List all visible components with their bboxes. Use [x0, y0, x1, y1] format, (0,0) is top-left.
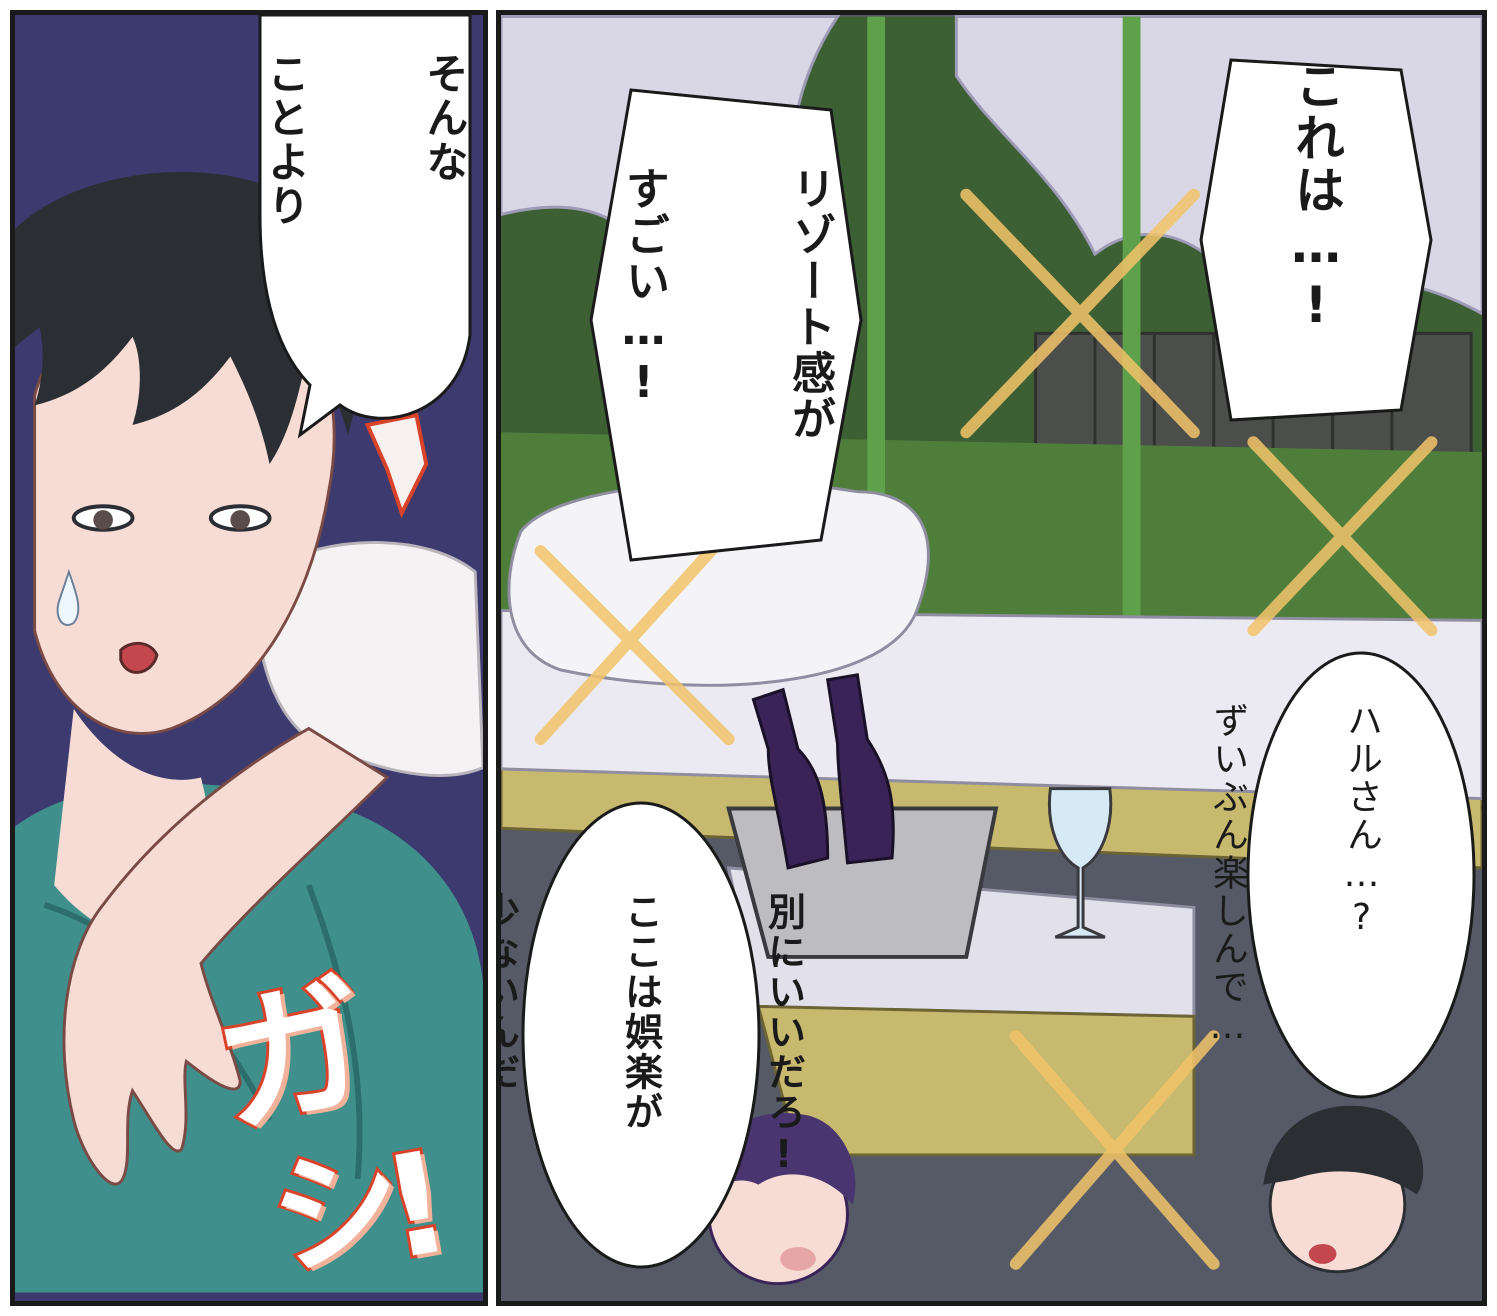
speech-bubble-shape: [1199, 58, 1433, 422]
speech-bubble-shape: [521, 801, 761, 1269]
speech-line: ハルさん…?: [1341, 701, 1382, 940]
arm: [62, 726, 390, 1186]
wine-glass: [1048, 787, 1113, 939]
speech-bubble-resort: リゾート感が すごい…!: [589, 88, 863, 562]
sparkles: [534, 188, 1438, 1270]
speech-text: リゾート感が すごい…!: [509, 166, 943, 484]
speech-text: そんな ことより: [157, 52, 483, 358]
speech-line: あの…: [1475, 701, 1487, 821]
speech-line: ずいぶん楽しんで…: [1207, 701, 1248, 1049]
speech-bubble-sonna-kotoyori: そんな ことより: [258, 15, 472, 439]
left-panel: そんな ことより ガ シ !: [10, 10, 488, 1306]
speech-bubble-shape: [258, 15, 472, 439]
shirt-sleeve: [255, 541, 483, 778]
speech-line: リゾート感が: [784, 166, 835, 442]
chibi-haru: [1263, 1105, 1424, 1274]
speech-line: すごい…!: [618, 166, 669, 410]
speech-line: ことより: [261, 52, 310, 228]
speech-line: そんな: [420, 52, 469, 184]
speech-line: 別にいいだろ!: [761, 892, 806, 1178]
speech-line: 少ないんだ!: [496, 892, 520, 1138]
speech-bubble-betsu-ni: 別にいいだろ! ここは娯楽が 少ないんだ!: [501, 800, 806, 1270]
speech-text: これは…!: [1164, 60, 1468, 420]
speech-bubble-ano: あの… ハルさん…? ずいぶん楽しんで…: [1207, 650, 1482, 1100]
speech-bubble-shape: [589, 88, 863, 562]
speech-line: ここは娯楽が: [618, 892, 663, 1132]
right-panel: これは…! リゾート感が すごい…! あの… ハルさん…? ずいぶん楽しんで… …: [496, 10, 1487, 1306]
speech-bubble-kore-wa: これは…!: [1199, 58, 1433, 422]
wine-bottles: [751, 673, 895, 870]
speech-line: これは…!: [1287, 60, 1345, 336]
speech-text: 別にいいだろ! ここは娯楽が 少ないんだ!: [496, 892, 900, 1178]
speech-text: あの… ハルさん…? ずいぶん楽しんで…: [1119, 701, 1487, 1049]
speech-bubble-shape: [1246, 651, 1476, 1099]
